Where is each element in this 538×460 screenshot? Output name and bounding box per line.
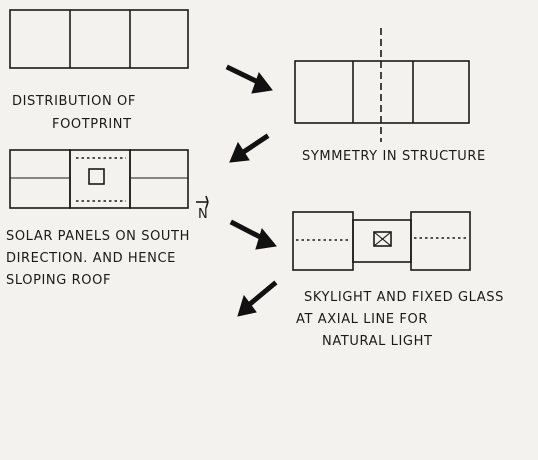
caption-skylight-line-1: SKYLIGHT AND FIXED GLASS (304, 290, 504, 305)
plan-skylight (292, 211, 471, 271)
caption-solar-line-1: SOLAR PANELS ON SOUTH (6, 229, 190, 244)
arrow-step-4 (237, 280, 278, 317)
arrow-step-1 (225, 64, 273, 94)
caption-solar-line-2: DIRECTION. AND HENCE (6, 251, 176, 266)
plan-solar-roof (9, 149, 189, 209)
caption-solar: SOLAR PANELS ON SOUTH DIRECTION. AND HEN… (6, 229, 195, 288)
north-label: N (198, 207, 208, 222)
caption-footprint-line-1: DISTRIBUTION OF (12, 94, 136, 109)
caption-footprint: DISTRIBUTION OF FOOTPRINT (12, 94, 141, 132)
skylight-opening (88, 168, 105, 185)
caption-solar-line-3: SLOPING ROOF (6, 273, 111, 288)
caption-symmetry-line-1: SYMMETRY IN STRUCTURE (302, 149, 486, 164)
caption-skylight: SKYLIGHT AND FIXED GLASS AT AXIAL LINE F… (296, 290, 509, 349)
caption-skylight-line-2: AT AXIAL LINE FOR (296, 312, 428, 327)
plan-symmetry (294, 28, 470, 142)
caption-footprint-line-2: FOOTPRINT (52, 117, 132, 132)
arrow-step-2 (229, 133, 270, 163)
skylight-glazing (373, 231, 392, 247)
arrow-step-3 (229, 219, 277, 250)
plan-footprint (9, 9, 189, 69)
caption-skylight-line-3: NATURAL LIGHT (322, 334, 433, 349)
caption-symmetry: SYMMETRY IN STRUCTURE (302, 149, 486, 164)
north-arrow: N (196, 195, 209, 222)
